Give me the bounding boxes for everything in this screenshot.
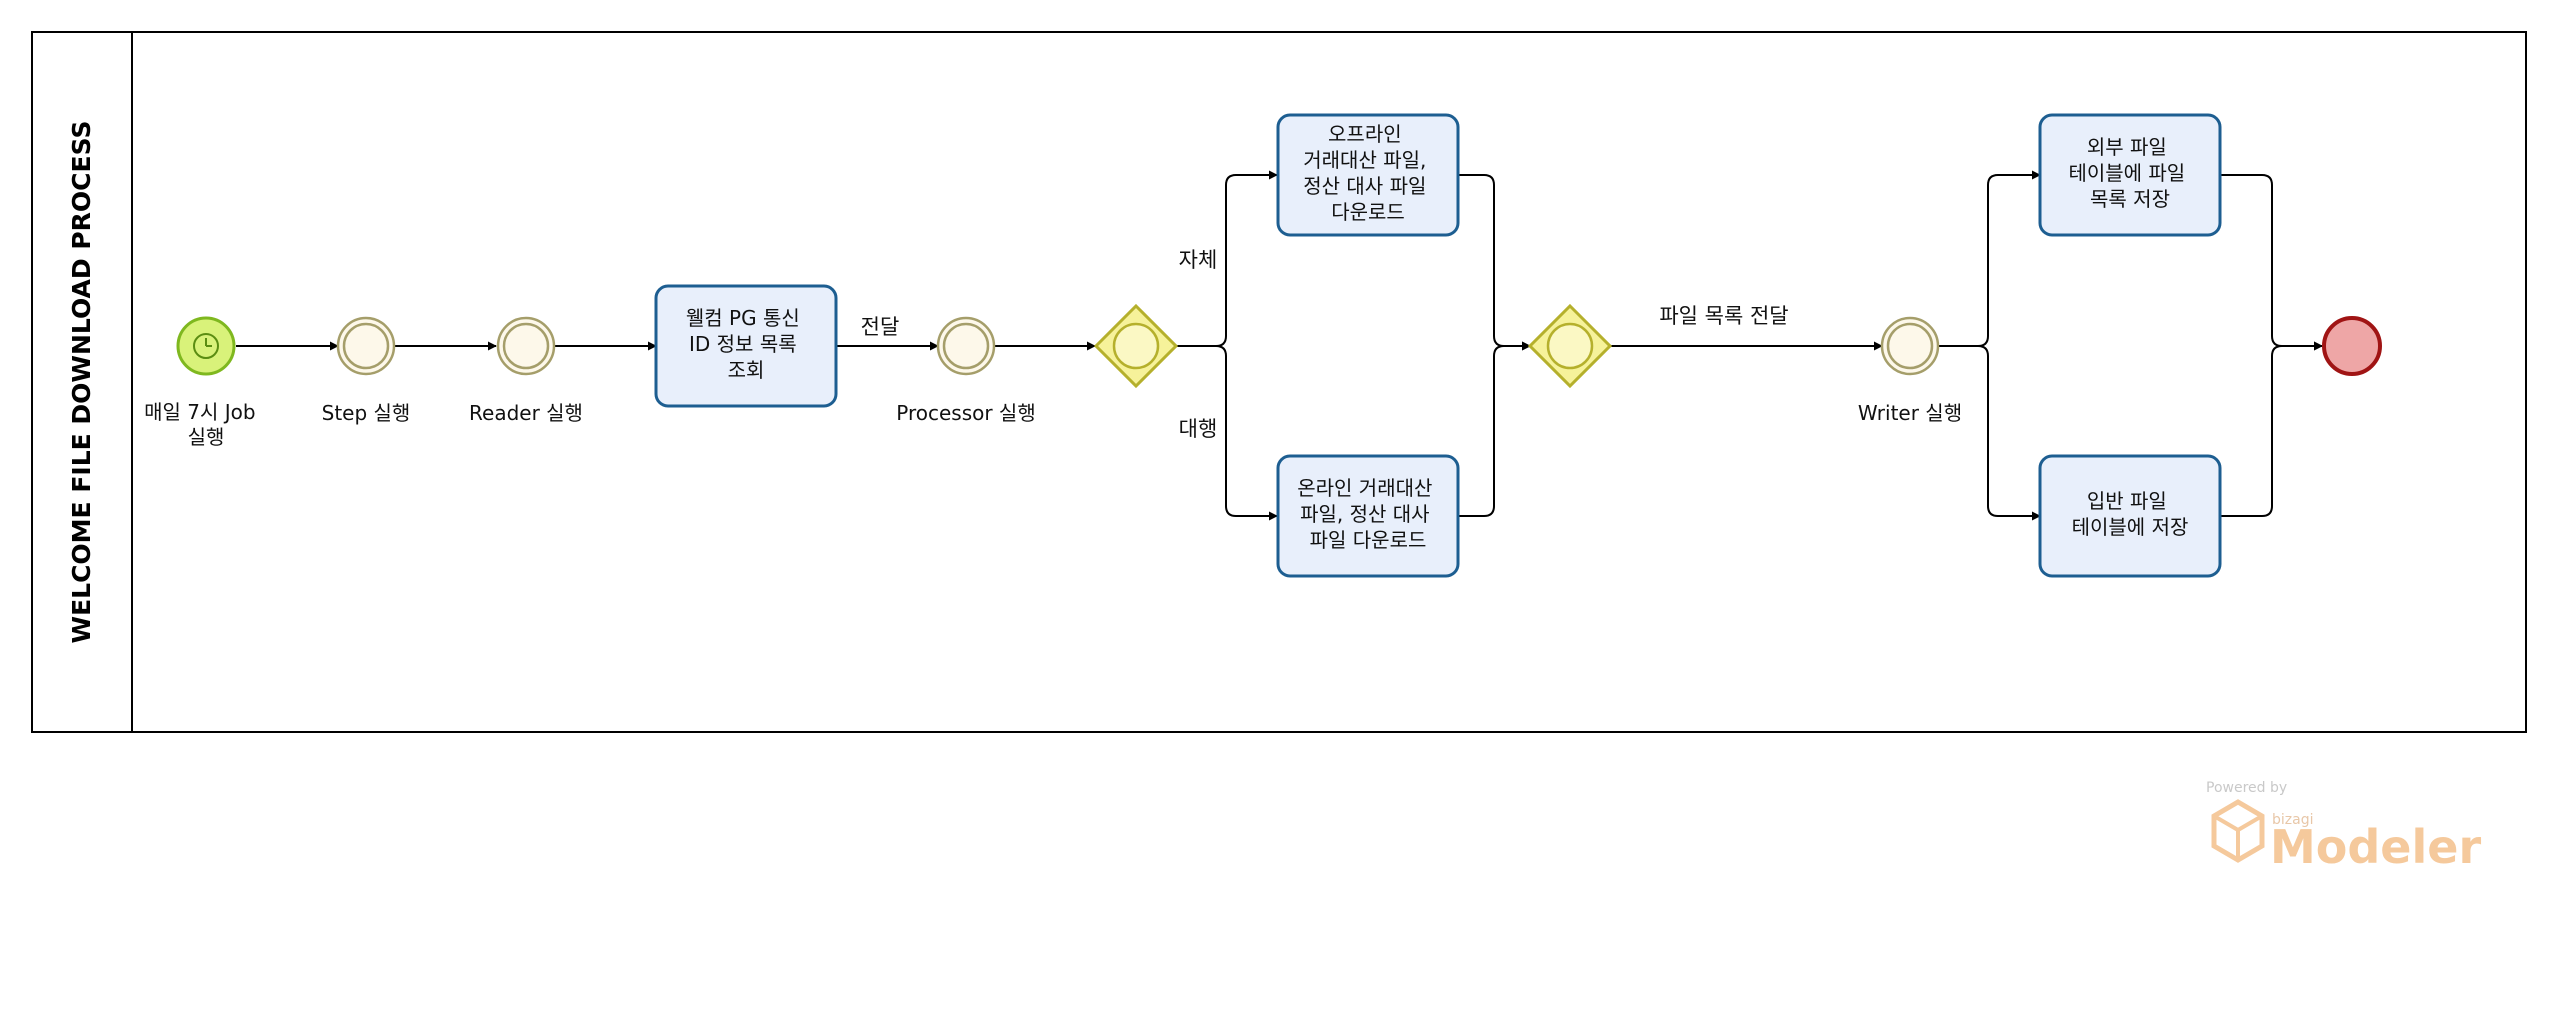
task-general-file-save[interactable]: 입반 파일 테이블에 저장 bbox=[2038, 454, 2222, 578]
task-general-label: 입반 파일 테이블에 저장 bbox=[2072, 489, 2189, 539]
start-event-timer[interactable] bbox=[176, 316, 236, 376]
intermediate-event-reader[interactable] bbox=[496, 316, 556, 376]
start-event-label: 매일 7시 Job 실행 bbox=[144, 400, 262, 449]
flow-gateway-offline[interactable] bbox=[1176, 170, 1278, 347]
gateway-join[interactable] bbox=[1527, 303, 1613, 389]
pool-title: WELCOME FILE DOWNLOAD PROCESS bbox=[67, 121, 96, 644]
step-event-label: Step 실행 bbox=[322, 401, 411, 425]
task-query-label: 웰컴 PG 통신 ID 정보 목록 조회 bbox=[686, 306, 806, 382]
clock-icon bbox=[193, 333, 219, 359]
bizagi-watermark: Powered by bizagi Modeler bbox=[2206, 780, 2481, 874]
flow-gateway-online[interactable] bbox=[1176, 345, 1278, 521]
intermediate-event-processor[interactable] bbox=[936, 316, 996, 376]
flow-external-end[interactable] bbox=[2220, 174, 2323, 351]
flow-writer-general[interactable] bbox=[1938, 345, 2041, 521]
watermark-brand: bizagi bbox=[2272, 812, 2313, 828]
gateway-split[interactable] bbox=[1093, 303, 1179, 389]
flow-label-agency: 대행 bbox=[1179, 417, 1218, 441]
flow-label-file-list-deliver: 파일 목록 전달 bbox=[1659, 304, 1788, 328]
sequence-flows bbox=[236, 170, 2323, 521]
flow-label-self: 자체 bbox=[1179, 248, 1218, 272]
task-online-label: 온라인 거래대산 파일, 정산 대사 파일 다운로드 bbox=[1297, 476, 1439, 552]
task-external-file-save[interactable]: 외부 파일 테이블에 파일 목록 저장 bbox=[2038, 113, 2222, 237]
intermediate-event-step[interactable] bbox=[336, 316, 396, 376]
reader-event-label: Reader 실행 bbox=[469, 401, 583, 425]
bizagi-logo-icon bbox=[2211, 799, 2265, 863]
intermediate-event-writer[interactable] bbox=[1880, 316, 1940, 376]
flow-online-join[interactable] bbox=[1458, 341, 1531, 517]
task-offline-label: 오프라인 거래대산 파일, 정산 대사 파일 다운로드 bbox=[1303, 122, 1432, 224]
task-query-pg-id[interactable]: 웰컴 PG 통신 ID 정보 목록 조회 bbox=[654, 284, 838, 408]
flow-label-deliver: 전달 bbox=[861, 315, 900, 339]
task-online-download[interactable]: 온라인 거래대산 파일, 정산 대사 파일 다운로드 bbox=[1276, 454, 1460, 578]
watermark-product: Modeler bbox=[2270, 820, 2481, 874]
writer-event-label: Writer 실행 bbox=[1858, 401, 1962, 425]
end-event[interactable] bbox=[2322, 316, 2382, 376]
flow-writer-external[interactable] bbox=[1938, 170, 2041, 347]
processor-event-label: Processor 실행 bbox=[896, 401, 1036, 425]
flow-offline-join[interactable] bbox=[1458, 174, 1531, 351]
task-external-label: 외부 파일 테이블에 파일 목록 저장 bbox=[2068, 135, 2191, 211]
watermark-powered-by: Powered by bbox=[2206, 780, 2287, 796]
flow-general-end[interactable] bbox=[2220, 341, 2323, 517]
task-offline-download[interactable]: 오프라인 거래대산 파일, 정산 대사 파일 다운로드 bbox=[1276, 113, 1460, 237]
